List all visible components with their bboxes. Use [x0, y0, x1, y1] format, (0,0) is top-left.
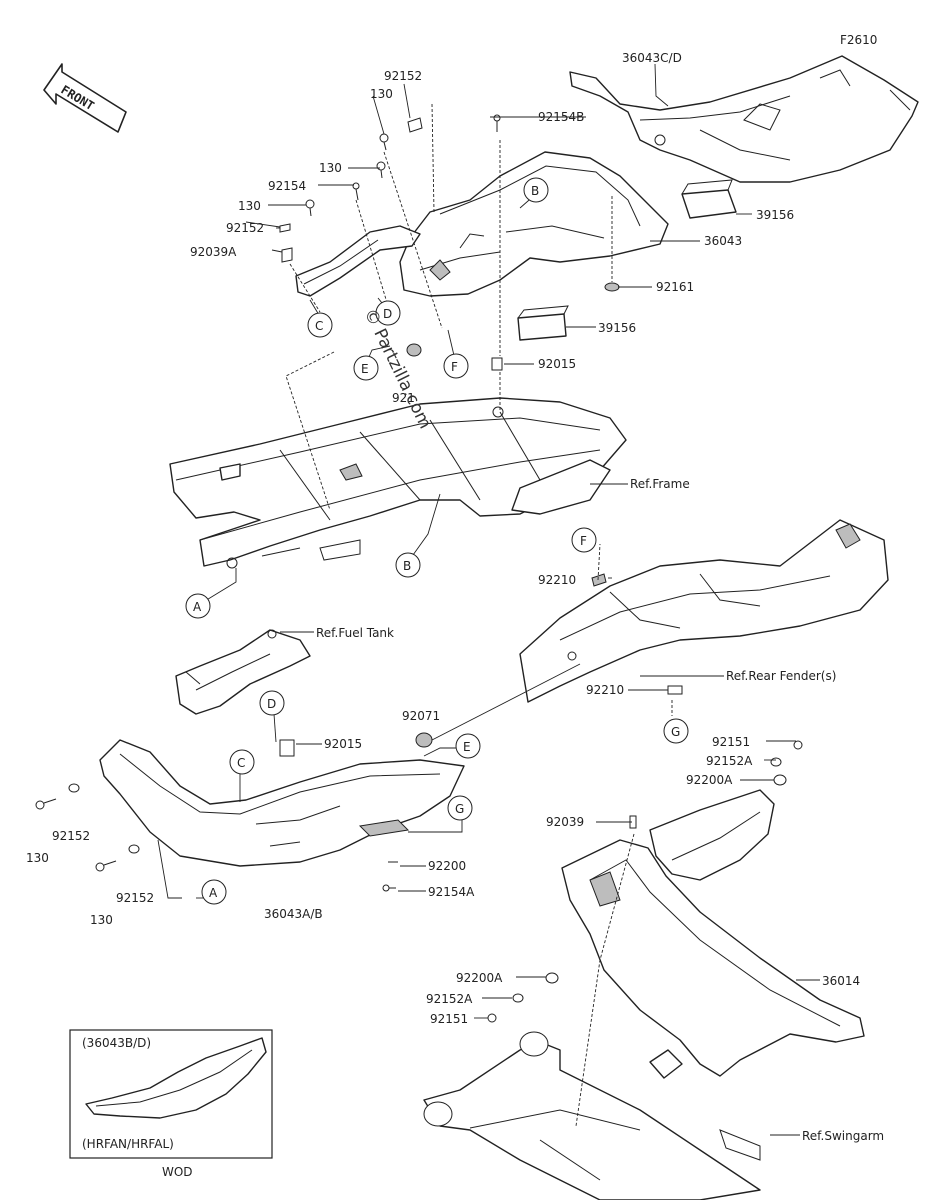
fasteners: [35, 114, 803, 1023]
label-92152-top: 92152: [384, 69, 422, 83]
label-92152a-a: 92152A: [706, 754, 753, 768]
label-92152-b: 92152: [226, 221, 264, 235]
label-ref-frame: Ref.Frame: [630, 477, 690, 491]
callout-e-lower: E: [455, 733, 481, 759]
callout-b-frame: B: [395, 552, 421, 578]
callout-b-cowl-label: B: [531, 184, 539, 198]
label-921-partial: 921: [392, 391, 415, 405]
label-92039a: 92039A: [190, 245, 237, 259]
label-ref-fuel-tank: Ref.Fuel Tank: [316, 626, 394, 640]
label-92151-a: 92151: [712, 735, 750, 749]
callout-f-fender: F: [571, 527, 597, 553]
label-92152-c: 92152: [52, 829, 90, 843]
callout-f-upper-label: F: [451, 360, 458, 374]
callout-g-fender: G: [663, 718, 689, 744]
label-ref-swingarm: Ref.Swingarm: [802, 1129, 884, 1143]
callout-c-upper: C: [307, 312, 333, 338]
label-92152-d: 92152: [116, 891, 154, 905]
callout-d-lower: D: [259, 690, 285, 716]
label-36014: 36014: [822, 974, 860, 988]
callout-d-upper-label: D: [383, 307, 392, 321]
label-92154: 92154: [268, 179, 306, 193]
figure-id: F2610: [840, 33, 877, 47]
callout-e-upper: E: [353, 355, 379, 381]
chain-guard-36014: [561, 789, 865, 1077]
label-92210-a: 92210: [538, 573, 576, 587]
label-130-top: 130: [370, 87, 393, 101]
label-36043: 36043: [704, 234, 742, 248]
inset-model-codes: (HRFAN/HRFAL): [82, 1137, 174, 1151]
frame-reference: [169, 397, 627, 569]
label-92200a-b: 92200A: [456, 971, 503, 985]
label-36043cd: 36043C/D: [622, 51, 682, 65]
label-92210-b: 92210: [586, 683, 624, 697]
label-92154b: 92154B: [538, 110, 584, 124]
callout-g-fender-label: G: [671, 725, 680, 739]
fuel-tank-bracket-reference: [175, 629, 311, 715]
label-39156-a: 39156: [756, 208, 794, 222]
inset-caption: WOD: [162, 1165, 193, 1179]
callout-c-lower: C: [229, 749, 255, 775]
label-92039: 92039: [546, 815, 584, 829]
label-92200a-a: 92200A: [686, 773, 733, 787]
label-130-b: 130: [319, 161, 342, 175]
part-labels: 36043C/D 92152 130 92154B 130 92154 130 …: [26, 51, 884, 1143]
side-trim-strip: [295, 225, 421, 297]
callout-g-lower-label: G: [455, 802, 464, 816]
pad-39156-upper: [681, 179, 737, 219]
rear-fender-reference: [519, 519, 889, 703]
side-cover-36043ab: [99, 739, 465, 867]
label-92151-b: 92151: [430, 1012, 468, 1026]
label-92161: 92161: [656, 280, 694, 294]
callout-a-frame-label: A: [193, 600, 202, 614]
label-92152a-b: 92152A: [426, 992, 473, 1006]
callout-d-upper: D: [375, 300, 401, 326]
label-39156-b: 39156: [598, 321, 636, 335]
callout-a-lower-label: A: [209, 886, 218, 900]
callout-a-lower: A: [201, 879, 227, 905]
callout-c-upper-label: C: [315, 319, 323, 333]
pad-39156-lower: [517, 305, 569, 341]
label-92071: 92071: [402, 709, 440, 723]
swingarm-reference: [423, 1031, 761, 1200]
callout-e-upper-label: E: [361, 362, 369, 376]
callout-b-frame-label: B: [403, 559, 411, 573]
callout-b-cowl: B: [523, 177, 549, 203]
callout-f-fender-label: F: [580, 534, 587, 548]
label-92015-a: 92015: [538, 357, 576, 371]
callout-e-lower-label: E: [463, 740, 471, 754]
callout-f-upper: F: [443, 353, 469, 379]
label-36043ab: 36043A/B: [264, 907, 323, 921]
seat-cowl-cover-36043cd: [569, 55, 919, 183]
callout-g-lower: G: [447, 795, 473, 821]
inset-variant-code: (36043B/D): [82, 1036, 151, 1050]
callout-c-lower-label: C: [237, 756, 245, 770]
label-130-c: 130: [238, 199, 261, 213]
front-arrow: FRONT: [43, 63, 127, 133]
callout-d-lower-label: D: [267, 697, 276, 711]
seat-cowl-36043: [399, 151, 669, 297]
label-92200: 92200: [428, 859, 466, 873]
label-130-d: 130: [26, 851, 49, 865]
label-ref-rear-fender: Ref.Rear Fender(s): [726, 669, 836, 683]
label-92015-b: 92015: [324, 737, 362, 751]
label-130-e: 130: [90, 913, 113, 927]
inset-variant-box: (36043B/D) (HRFAN/HRFAL) WOD: [69, 1029, 273, 1179]
callout-a-frame: A: [185, 593, 211, 619]
label-92154a: 92154A: [428, 885, 475, 899]
